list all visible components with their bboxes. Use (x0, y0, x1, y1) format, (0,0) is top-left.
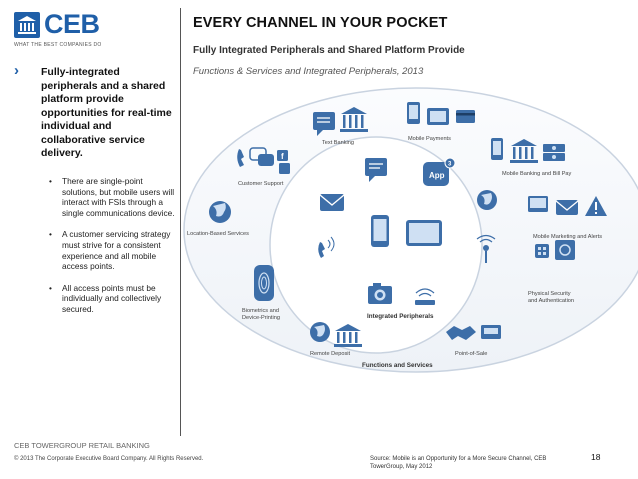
label-mobile-payments: Mobile Payments (408, 136, 451, 142)
logo-text: CEB (44, 9, 100, 39)
label-biometrics-2: Device-Printing (242, 315, 280, 321)
label-marketing-alerts: Mobile Marketing and Alerts (533, 234, 602, 240)
label-security-1: Physical Security (528, 291, 571, 297)
app-label: App (429, 171, 445, 180)
speech-bubble-icon (313, 112, 335, 136)
bank-icon (334, 324, 362, 347)
bullet-text: All access points must be individually a… (62, 282, 162, 314)
label-remote-deposit: Remote Deposit (310, 351, 351, 357)
label-location-services: Location-Based Services (187, 231, 249, 237)
page-number: 18 (591, 452, 601, 462)
monitor-icon (528, 196, 548, 212)
label-biometrics-1: Biometrics and (242, 308, 279, 314)
email-icon (319, 194, 345, 211)
label-text-banking: Text Banking (322, 140, 354, 146)
voice-icon (318, 236, 335, 258)
svg-text:f: f (281, 152, 284, 161)
globe-icon (477, 190, 497, 210)
label-integrated-peripherals: Integrated Peripherals (367, 313, 434, 320)
email-icon (555, 200, 579, 215)
list-item: •A customer servicing strategy must stri… (49, 229, 171, 272)
source-note: Source: Mobile is an Opportunity for a M… (370, 456, 547, 470)
bank-icon (510, 139, 538, 163)
phone-icon (491, 138, 503, 160)
phone-handset-icon (237, 149, 244, 167)
tablet-icon (406, 220, 442, 246)
pos-terminal-icon (481, 325, 501, 339)
keypad-icon (535, 244, 549, 258)
ceb-logo: CEB WHAT THE BEST COMPANIES DO (14, 9, 124, 48)
channel-diagram: Text Banking Mobile Payments f Customer … (183, 87, 638, 373)
label-functions-services: Functions and Services (362, 362, 433, 369)
fingerprint-icon (254, 265, 274, 301)
bullet-text: A customer servicing strategy must striv… (62, 229, 171, 272)
page-title: EVERY CHANNEL IN YOUR POCKET (193, 15, 448, 31)
app-badge: 3 (448, 162, 452, 168)
warning-icon (585, 196, 607, 216)
card-icon (456, 110, 475, 123)
list-item: •There are single-point solutions, but m… (49, 176, 175, 218)
message-icon (365, 158, 387, 182)
logo-tagline: WHAT THE BEST COMPANIES DO (14, 42, 102, 48)
chat-bubbles-icon (249, 147, 274, 166)
footer-copyright: © 2013 The Corporate Executive Board Com… (14, 456, 204, 462)
app-icon: 3 App (423, 157, 456, 186)
cash-icon (543, 144, 565, 161)
building-icon (14, 12, 40, 38)
label-security-2: and Authentication (528, 298, 574, 304)
wifi-icon (415, 288, 435, 305)
tablet-icon (427, 108, 449, 125)
figure-subtitle: Fully Integrated Peripherals and Shared … (193, 45, 465, 56)
nfc-signal-icon (476, 234, 496, 263)
globe-icon (209, 201, 231, 223)
phone-icon (407, 102, 420, 124)
label-customer-support: Customer Support (238, 181, 284, 187)
bullet-text: There are single-point solutions, but mo… (62, 176, 175, 218)
bank-icon (340, 107, 368, 132)
list-item: •All access points must be individually … (49, 282, 162, 314)
label-point-of-sale: Point-of-Sale (455, 351, 487, 357)
label-mobile-banking: Mobile Banking and Bill Pay (502, 171, 572, 177)
globe-icon (310, 322, 330, 342)
chevron-right-icon: › (14, 62, 19, 79)
social-icons: f (277, 150, 290, 174)
lead-statement: Fully-integrated peripherals and a share… (41, 66, 172, 159)
figure-caption: Functions & Services and Integrated Peri… (193, 66, 424, 77)
bullet-list: •There are single-point solutions, but m… (40, 176, 175, 326)
footer-org: CEB TOWERGROUP RETAIL BANKING (14, 441, 150, 450)
vertical-divider (180, 8, 181, 436)
safe-icon (555, 240, 575, 260)
camera-icon (368, 283, 392, 304)
mobile-phone-icon (371, 215, 389, 247)
handshake-icon (446, 326, 476, 340)
